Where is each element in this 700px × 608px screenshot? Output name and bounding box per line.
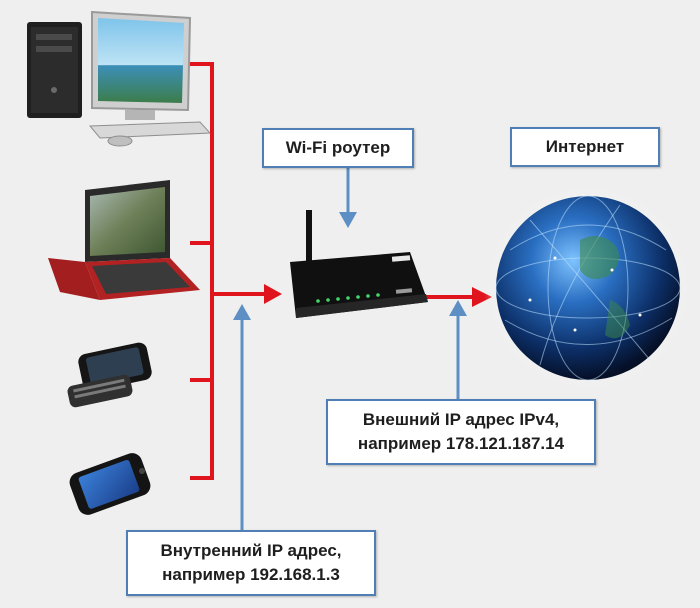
pointer-arrow-router	[339, 212, 357, 228]
internal-ip-line-2: например 192.168.1.3	[162, 565, 340, 584]
arrow-to-internet	[472, 287, 492, 307]
internal-ip-label: Внутренний IP адрес, например 192.168.1.…	[126, 530, 376, 596]
external-ip-line-2: например 178.121.187.14	[357, 434, 565, 453]
internal-ip-line-1: Внутренний IP адрес,	[160, 541, 342, 560]
external-ip-line-1: Внешний IP адрес IPv4,	[362, 410, 560, 429]
smartphone-icon	[69, 453, 151, 515]
router-label: Wi-Fi роутер	[262, 128, 414, 168]
pointer-arrow-internal	[233, 304, 251, 320]
pointer-arrow-external	[449, 300, 467, 316]
internet-label-text: Интернет	[545, 137, 625, 156]
arrow-to-router	[264, 284, 282, 304]
desktop-computer-icon	[27, 10, 212, 147]
laptop-icon	[48, 180, 200, 300]
internet-label: Интернет	[510, 127, 660, 167]
external-ip-label: Внешний IP адрес IPv4, например 178.121.…	[326, 399, 596, 465]
wifi-router-icon	[290, 210, 428, 318]
slider-phone-icon	[67, 342, 152, 408]
router-label-text: Wi-Fi роутер	[285, 138, 391, 157]
device-connections	[190, 62, 476, 480]
label-pointers	[240, 168, 460, 530]
internet-globe-icon	[484, 184, 692, 392]
